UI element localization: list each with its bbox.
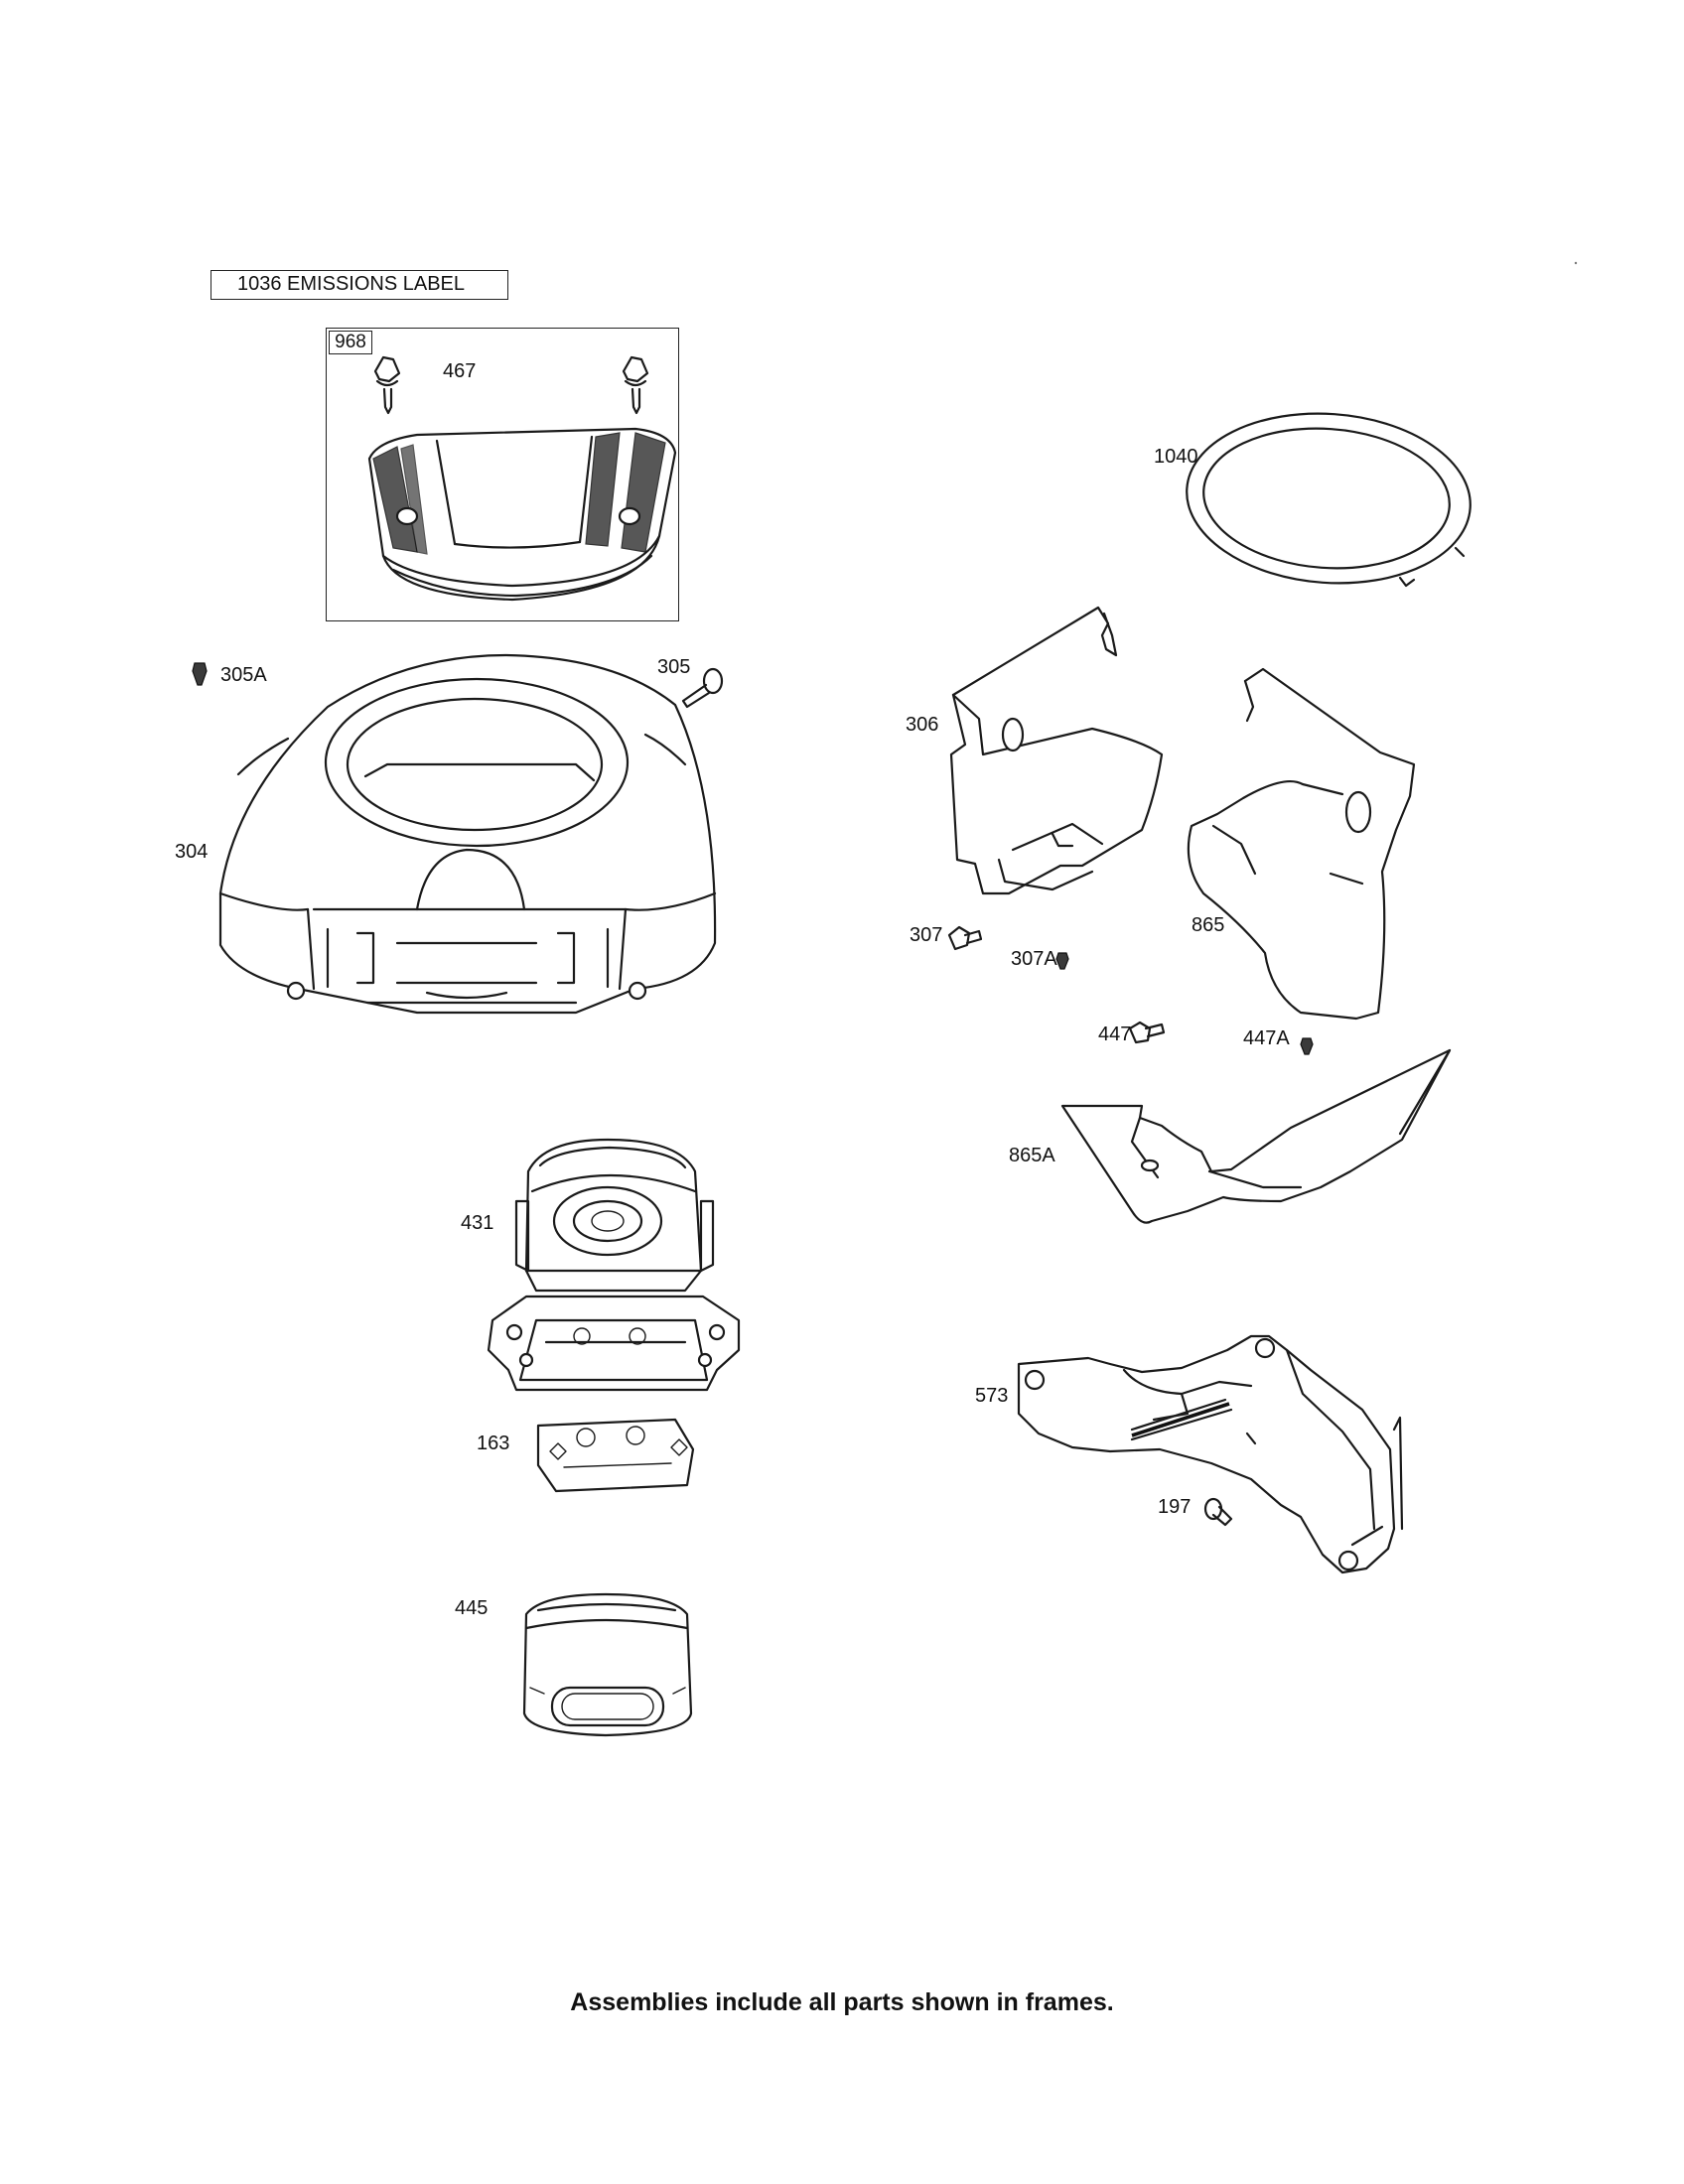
callout-865: 865	[1192, 914, 1225, 936]
part-865A-baffle	[1060, 1048, 1452, 1224]
callout-163: 163	[477, 1433, 510, 1454]
assembly-frame-968	[326, 328, 679, 621]
part-467-screw-right	[622, 355, 649, 415]
part-307-bolt	[947, 925, 983, 951]
part-447A-screw	[1300, 1037, 1314, 1055]
part-447-bolt	[1128, 1021, 1166, 1044]
callout-305: 305	[657, 656, 691, 678]
callout-307A: 307A	[1011, 948, 1057, 970]
part-163-gasket	[536, 1418, 695, 1493]
callout-306: 306	[906, 714, 939, 736]
callout-865A: 865A	[1009, 1145, 1055, 1166]
part-431-air-cleaner-base	[487, 1138, 741, 1392]
callout-447: 447	[1098, 1024, 1132, 1045]
part-968-cover	[367, 427, 677, 602]
callout-307: 307	[910, 924, 943, 946]
emissions-label-frame: 1036 EMISSIONS LABEL	[210, 270, 508, 300]
part-305-bolt	[681, 667, 724, 709]
part-1040-ring	[1186, 412, 1472, 588]
part-305A-screw	[192, 662, 208, 686]
part-865-shield	[1187, 667, 1416, 1021]
part-306-shield	[949, 606, 1164, 895]
callout-431: 431	[461, 1212, 494, 1234]
part-197-screw	[1203, 1497, 1233, 1527]
stray-dot	[1574, 261, 1578, 265]
callout-197: 197	[1158, 1496, 1192, 1518]
assembly-tag-968: 968	[329, 331, 372, 354]
callout-304: 304	[175, 841, 209, 863]
callout-573: 573	[975, 1385, 1009, 1407]
part-304-blower-housing	[218, 653, 717, 1015]
part-445-filter	[522, 1592, 693, 1737]
callout-1040: 1040	[1154, 446, 1198, 468]
part-573-back-plate	[1017, 1334, 1404, 1574]
callout-467: 467	[443, 360, 477, 382]
footer-note: Assemblies include all parts shown in fr…	[570, 1988, 1114, 2016]
callout-305A: 305A	[220, 664, 267, 686]
part-307A-screw	[1055, 952, 1069, 970]
callout-447A: 447A	[1243, 1027, 1290, 1049]
part-467-screw-left	[373, 355, 401, 415]
callout-445: 445	[455, 1597, 489, 1619]
